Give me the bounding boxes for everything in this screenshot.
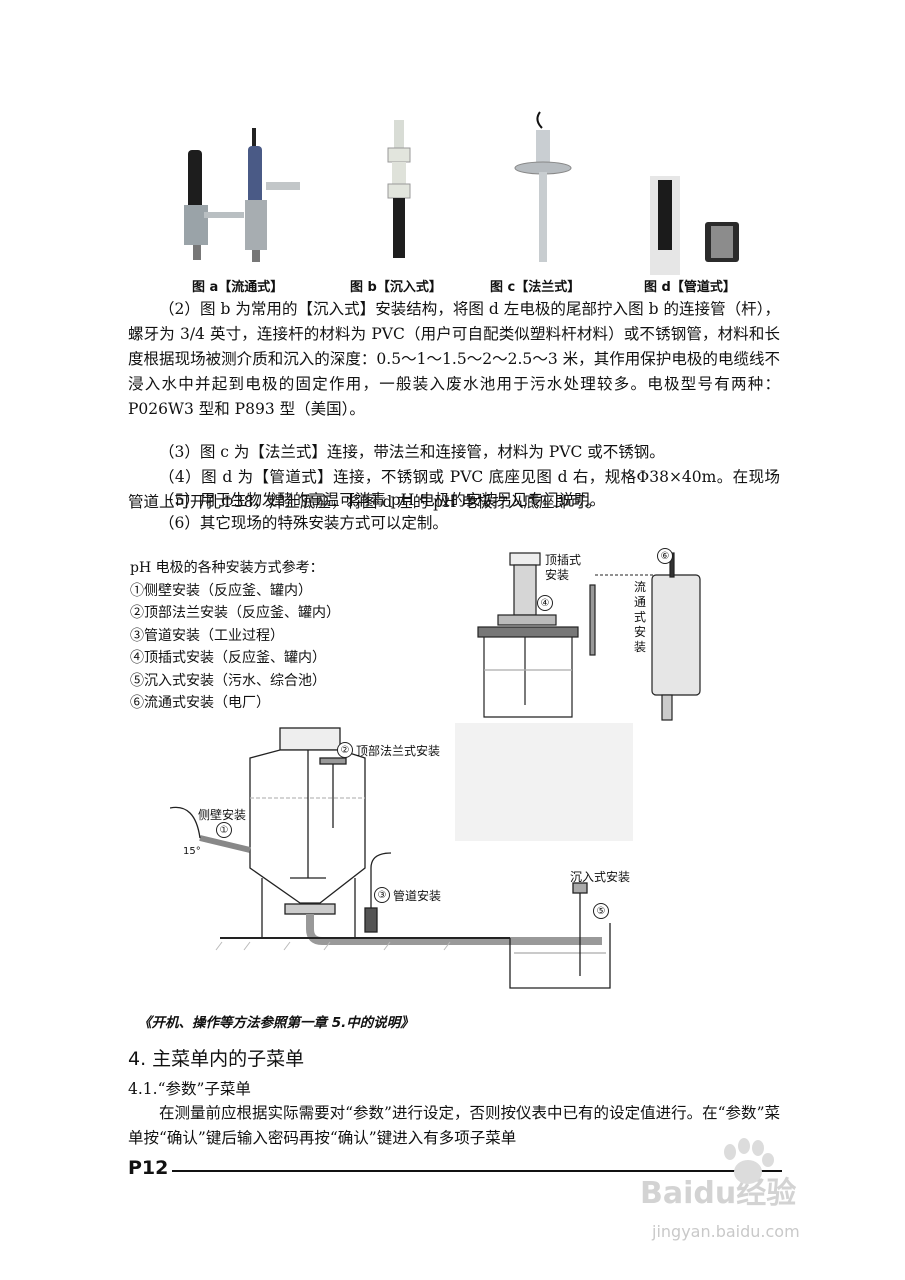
photo-flange bbox=[514, 111, 572, 262]
paragraph-5: （5）用于生物发酵的高温可消毒 pH 电极的安装另见专门说明。 bbox=[159, 491, 606, 509]
watermark-url: jingyan.baidu.com bbox=[652, 1222, 800, 1241]
section-body: 在测量前应根据实际需要对“参数”进行设定，否则按仪表中已有的设定值进行。在“参数… bbox=[128, 1104, 780, 1147]
photo-flow-through bbox=[184, 128, 300, 262]
photo-submerged bbox=[387, 120, 411, 258]
photo-pipe bbox=[650, 176, 739, 275]
marker-3: ③ bbox=[374, 887, 390, 903]
section-heading: 4. 主菜单内的子菜单 bbox=[128, 1048, 305, 1070]
watermark-brand: Baidu经验 bbox=[640, 1176, 797, 1211]
footer-rule bbox=[172, 1170, 782, 1172]
pipe-label: 管道安装 bbox=[393, 889, 442, 903]
paw-icon bbox=[724, 1138, 774, 1184]
paragraph-2: （2）图 b 为常用的【沉入式】安装结构，将图 d 左电极的尾部拧入图 b 的连… bbox=[128, 300, 780, 418]
angle-label: 15° bbox=[183, 846, 201, 857]
page-number: P12 bbox=[128, 1157, 169, 1179]
top-insert-diagram bbox=[477, 552, 701, 721]
installation-diagram bbox=[170, 723, 633, 989]
top-insert-label: 顶插式安装 bbox=[545, 553, 582, 582]
caption-a: 图 a【流通式】 bbox=[192, 280, 284, 295]
marker-1: ① bbox=[216, 822, 232, 838]
paragraph-3: （3）图 c 为【法兰式】连接，带法兰和连接管，材料为 PVC 或不锈钢。 bbox=[159, 443, 665, 461]
install-item: ③管道安装（工业过程） bbox=[130, 627, 284, 644]
operation-note: 《开机、操作等方法参照第一章 5.中的说明》 bbox=[138, 1015, 414, 1031]
install-item: ⑥流通式安装（电厂） bbox=[130, 695, 270, 711]
install-list: pH 电极的各种安装方式参考： ①侧壁安装（反应釜、罐内） ②顶部法兰安装（反应… bbox=[130, 557, 340, 715]
submerged-label: 沉入式安装 bbox=[570, 870, 631, 884]
caption-b: 图 b【沉入式】 bbox=[350, 280, 442, 295]
paragraph-4: （4）图 d 为【管道式】连接，不锈钢或 PVC 底座见图 d 右，规格Φ38×… bbox=[128, 468, 780, 511]
install-item: ①侧壁安装（反应釜、罐内） bbox=[130, 582, 312, 599]
top-flange-label: 顶部法兰式安装 bbox=[356, 744, 441, 758]
install-item: ④顶插式安装（反应釜、罐内） bbox=[130, 650, 326, 666]
paragraph-6: （6）其它现场的特殊安装方式可以定制。 bbox=[159, 514, 448, 532]
flow-through-label: 流 通 式 安 装 bbox=[634, 580, 647, 654]
subsection-heading: 4.1.“参数”子菜单 bbox=[128, 1080, 251, 1098]
marker-4: ④ bbox=[537, 595, 553, 611]
install-list-title: pH 电极的各种安装方式参考： bbox=[130, 560, 324, 576]
marker-6: ⑥ bbox=[657, 548, 673, 564]
product-photos bbox=[184, 111, 739, 275]
marker-2: ② bbox=[337, 742, 353, 758]
caption-c: 图 c【法兰式】 bbox=[490, 280, 581, 295]
marker-5: ⑤ bbox=[593, 903, 609, 919]
caption-d: 图 d【管道式】 bbox=[644, 280, 736, 295]
install-item: ⑤沉入式安装（污水、综合池） bbox=[130, 672, 326, 689]
install-item: ②顶部法兰安装（反应釜、罐内） bbox=[130, 605, 340, 621]
side-wall-label: 侧壁安装 bbox=[198, 808, 247, 822]
